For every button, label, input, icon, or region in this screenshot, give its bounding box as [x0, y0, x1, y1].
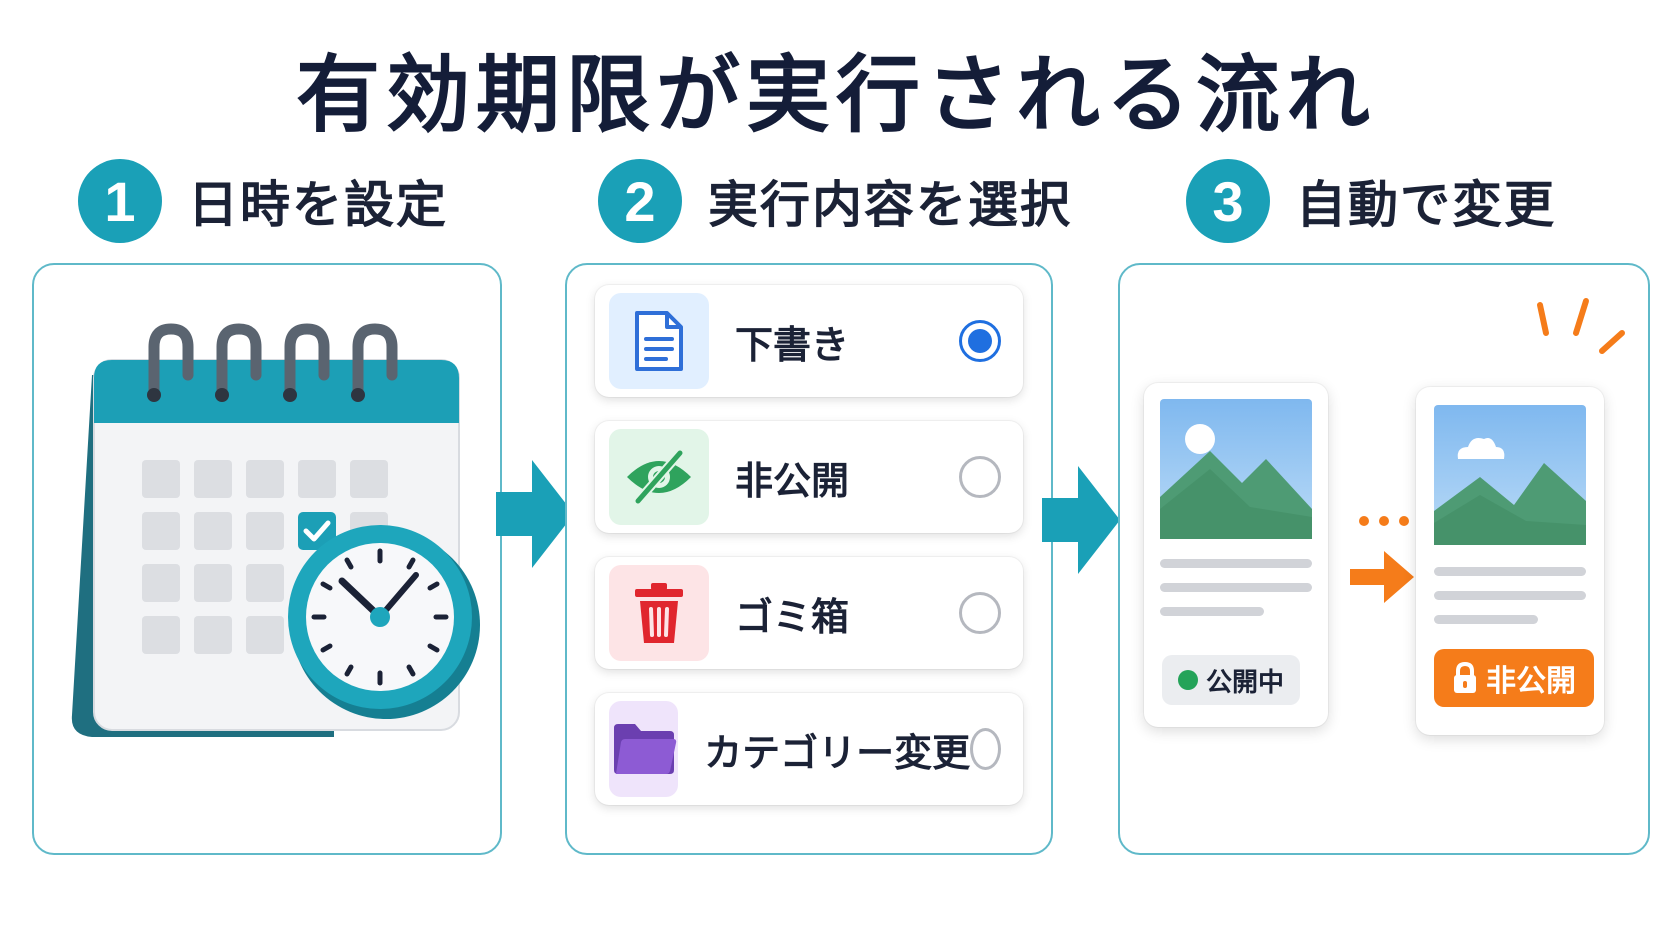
- calendar-clock-icon: [71, 323, 480, 737]
- option-trash-label: ゴミ箱: [735, 594, 850, 639]
- image-placeholder-icon: [1434, 405, 1586, 545]
- status-badge-private: 非公開: [1434, 649, 1594, 707]
- lock-icon: [1454, 662, 1476, 693]
- step-1-panel: [32, 263, 502, 855]
- status-dot-icon: [1177, 670, 1198, 690]
- step-2-panel: 下書き 非公開 ゴミ箱: [565, 263, 1053, 855]
- step-1-label: 日時を設定: [188, 176, 448, 234]
- post-card-before: 公開中: [1144, 383, 1328, 727]
- option-category-change[interactable]: カテゴリー変更: [595, 693, 1023, 805]
- option-draft-radio[interactable]: [959, 320, 1001, 362]
- image-placeholder-icon: [1160, 399, 1312, 539]
- option-trash-radio[interactable]: [959, 592, 1001, 634]
- option-draft[interactable]: 下書き: [595, 285, 1023, 397]
- transition-arrow-icon: [1350, 516, 1414, 603]
- option-category-change-radio[interactable]: [970, 728, 1001, 770]
- status-badge-private-label: 非公開: [1486, 664, 1576, 699]
- step-2-number: 2: [598, 159, 682, 243]
- page-title: 有効期限が実行される流れ: [295, 46, 1376, 144]
- option-private[interactable]: 非公開: [595, 421, 1023, 533]
- step-3-header: 3 自動で変更: [1186, 158, 1556, 244]
- option-private-radio[interactable]: [959, 456, 1001, 498]
- status-badge-published-label: 公開中: [1205, 667, 1284, 698]
- step-2-header: 2 実行内容を選択: [598, 158, 1072, 244]
- document-icon: [609, 293, 709, 389]
- folder-icon: [609, 701, 679, 797]
- option-private-label: 非公開: [735, 458, 850, 503]
- option-trash[interactable]: ゴミ箱: [595, 557, 1023, 669]
- trash-icon: [609, 565, 709, 661]
- step-1-header: 1 日時を設定: [78, 158, 448, 244]
- step-3-number: 3: [1186, 159, 1270, 243]
- step-3-panel: 公開中 非公開: [1118, 263, 1650, 855]
- step-3-label: 自動で変更: [1296, 176, 1556, 234]
- eye-slash-icon: [609, 429, 709, 525]
- option-draft-label: 下書き: [735, 322, 850, 367]
- post-card-after: 非公開: [1416, 387, 1604, 735]
- status-badge-published: 公開中: [1162, 655, 1300, 705]
- flow-arrow-right-icon: [496, 460, 574, 568]
- sparkle-icon: [1537, 298, 1625, 354]
- flow-arrow-right-icon: [1042, 466, 1120, 574]
- step-2-label: 実行内容を選択: [708, 176, 1072, 234]
- step-1-number: 1: [78, 159, 162, 243]
- option-category-change-label: カテゴリー変更: [704, 730, 971, 775]
